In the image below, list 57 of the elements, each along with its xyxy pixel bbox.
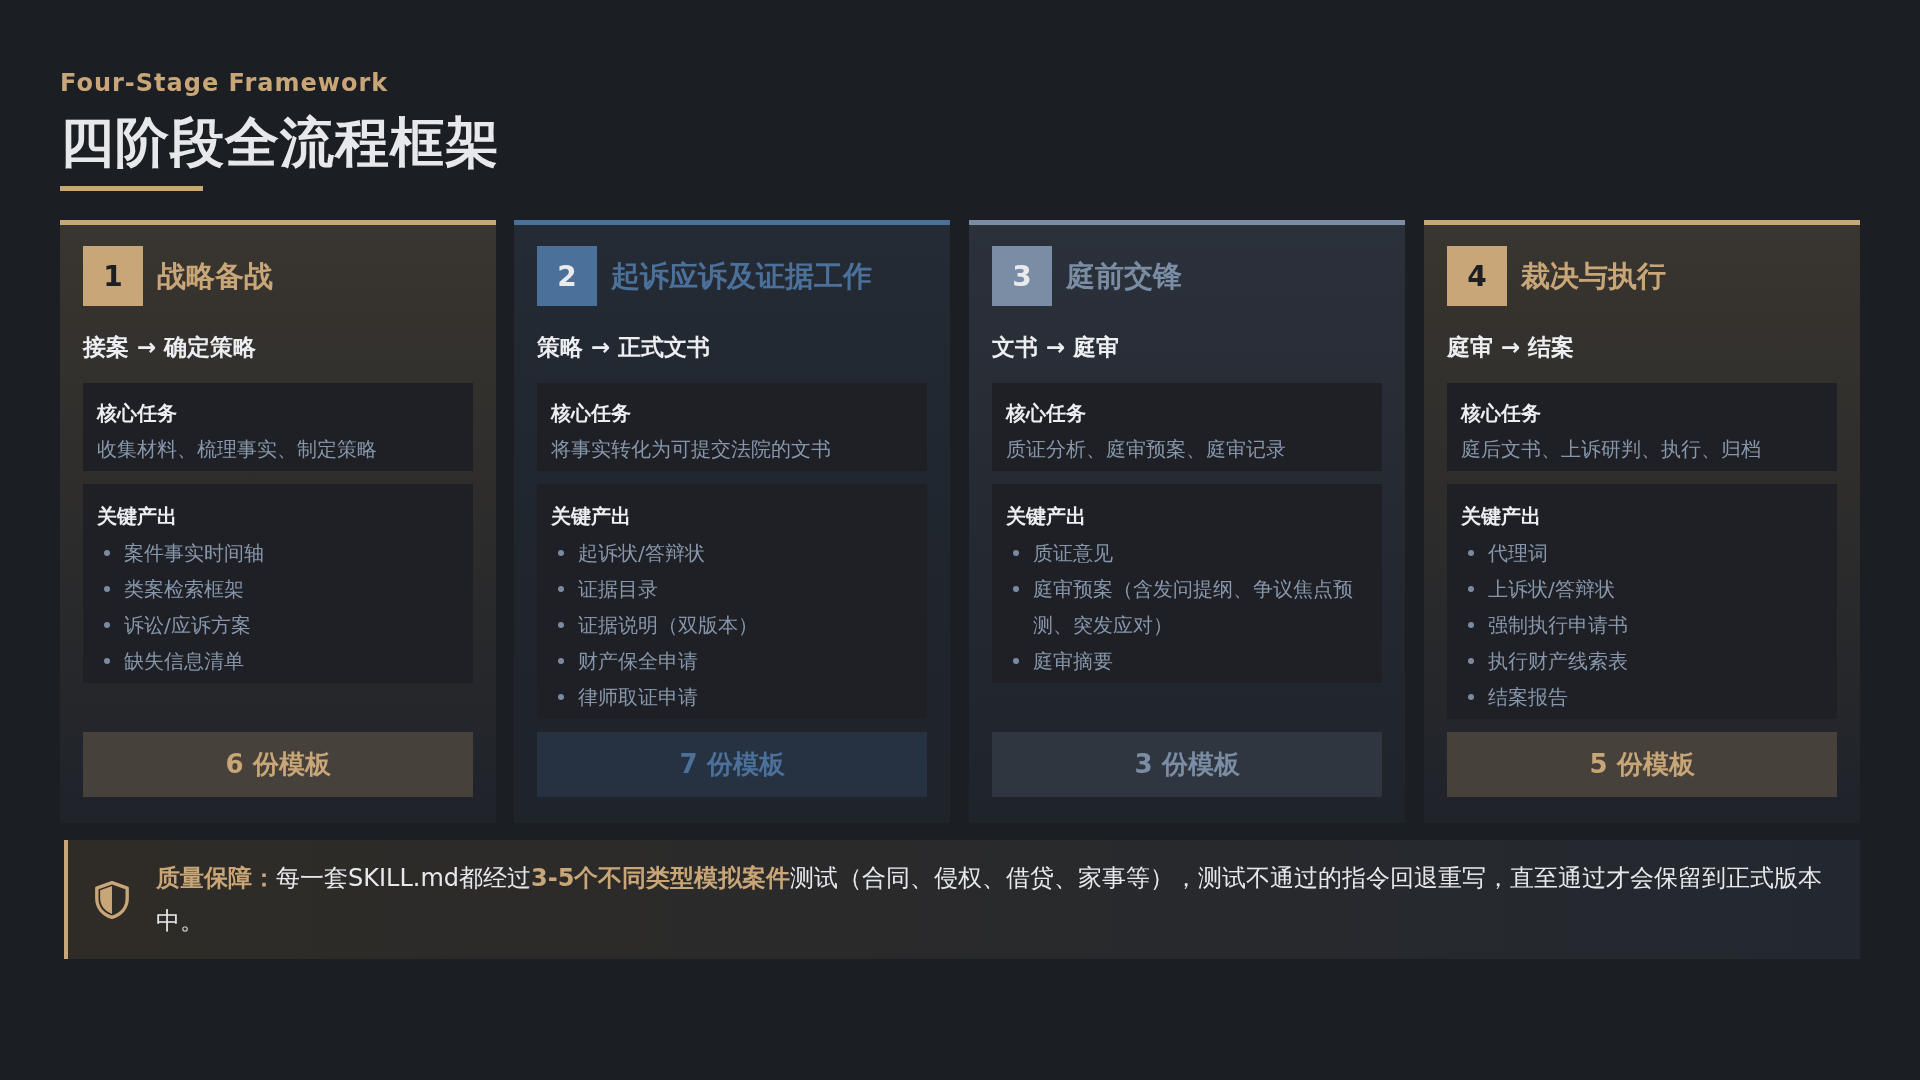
panel-text: 将事实转化为可提交法院的文书 bbox=[551, 436, 832, 463]
output-panel bbox=[537, 484, 927, 719]
list-item: 类案检索框架 bbox=[97, 571, 459, 607]
list-item: 质证意见 bbox=[1006, 535, 1368, 571]
stage-subtitle: 庭审 → 结案 bbox=[1447, 334, 1575, 360]
stage-title: 战略备战 bbox=[157, 258, 273, 295]
list-item: 代理词 bbox=[1461, 535, 1823, 571]
template-count: 6 份模板 bbox=[83, 732, 473, 797]
output-panel bbox=[992, 484, 1382, 683]
list-item: 证据目录 bbox=[551, 571, 913, 607]
panel-heading: 关键产出 bbox=[1461, 504, 1541, 529]
list-item: 强制执行申请书 bbox=[1461, 607, 1823, 643]
list-item: 缺失信息清单 bbox=[97, 643, 459, 679]
list-item: 庭审预案（含发问提纲、争议焦点预测、突发应对） bbox=[1006, 571, 1368, 643]
stage-title: 起诉应诉及证据工作 bbox=[611, 258, 872, 295]
list-item: 案件事实时间轴 bbox=[97, 535, 459, 571]
list-item: 结案报告 bbox=[1461, 679, 1823, 715]
list-item: 起诉状/答辩状 bbox=[551, 535, 913, 571]
step-number: 2 bbox=[537, 246, 597, 306]
note-banner bbox=[64, 840, 1860, 959]
panel-heading: 关键产出 bbox=[1006, 504, 1086, 529]
panel-heading: 关键产出 bbox=[551, 504, 631, 529]
stage-subtitle: 接案 → 确定策略 bbox=[83, 334, 257, 360]
note-text: 质量保障：每一套SKILL.md都经过3-5个不同类型模拟案件测试（合同、侵权、借贷、家事等），测试不通过的指令回退重写，直至通过才会保留到正式版本中。 bbox=[156, 862, 1824, 937]
stage-subtitle: 文书 → 庭审 bbox=[992, 334, 1120, 360]
kicker-text: Four-Stage Framework bbox=[60, 68, 389, 98]
panel-text: 庭后文书、上诉研判、执行、归档 bbox=[1461, 436, 1762, 463]
stage-card bbox=[969, 220, 1405, 823]
list-item: 上诉状/答辩状 bbox=[1461, 571, 1823, 607]
list-item: 庭审摘要 bbox=[1006, 643, 1368, 679]
stage-title: 裁决与执行 bbox=[1521, 258, 1666, 295]
template-count: 7 份模板 bbox=[537, 732, 927, 797]
panel-heading: 关键产出 bbox=[97, 504, 177, 529]
template-count: 5 份模板 bbox=[1447, 732, 1837, 797]
output-panel bbox=[1447, 484, 1837, 719]
list-item: 执行财产线索表 bbox=[1461, 643, 1823, 679]
stage-card bbox=[1424, 220, 1860, 823]
page-title: 四阶段全流程框架 bbox=[60, 110, 500, 176]
panel-text: 收集材料、梳理事实、制定策略 bbox=[97, 436, 378, 463]
panel-heading: 核心任务 bbox=[1461, 401, 1541, 426]
list-item: 证据说明（双版本） bbox=[551, 607, 913, 643]
output-panel bbox=[83, 484, 473, 683]
step-number: 1 bbox=[83, 246, 143, 306]
panel-heading: 核心任务 bbox=[1006, 401, 1086, 426]
list-item: 财产保全申请 bbox=[551, 643, 913, 679]
stage-card bbox=[514, 220, 950, 823]
template-count: 3 份模板 bbox=[992, 732, 1382, 797]
list-item: 律师取证申请 bbox=[551, 679, 913, 715]
stage-subtitle: 策略 → 正式文书 bbox=[537, 334, 711, 360]
panel-heading: 核心任务 bbox=[97, 401, 177, 426]
list-item: 诉讼/应诉方案 bbox=[97, 607, 459, 643]
stage-card bbox=[60, 220, 496, 823]
step-number: 4 bbox=[1447, 246, 1507, 306]
step-number: 3 bbox=[992, 246, 1052, 306]
panel-heading: 核心任务 bbox=[551, 401, 631, 426]
panel-text: 质证分析、庭审预案、庭审记录 bbox=[1006, 436, 1287, 463]
stage-title: 庭前交锋 bbox=[1066, 258, 1182, 295]
